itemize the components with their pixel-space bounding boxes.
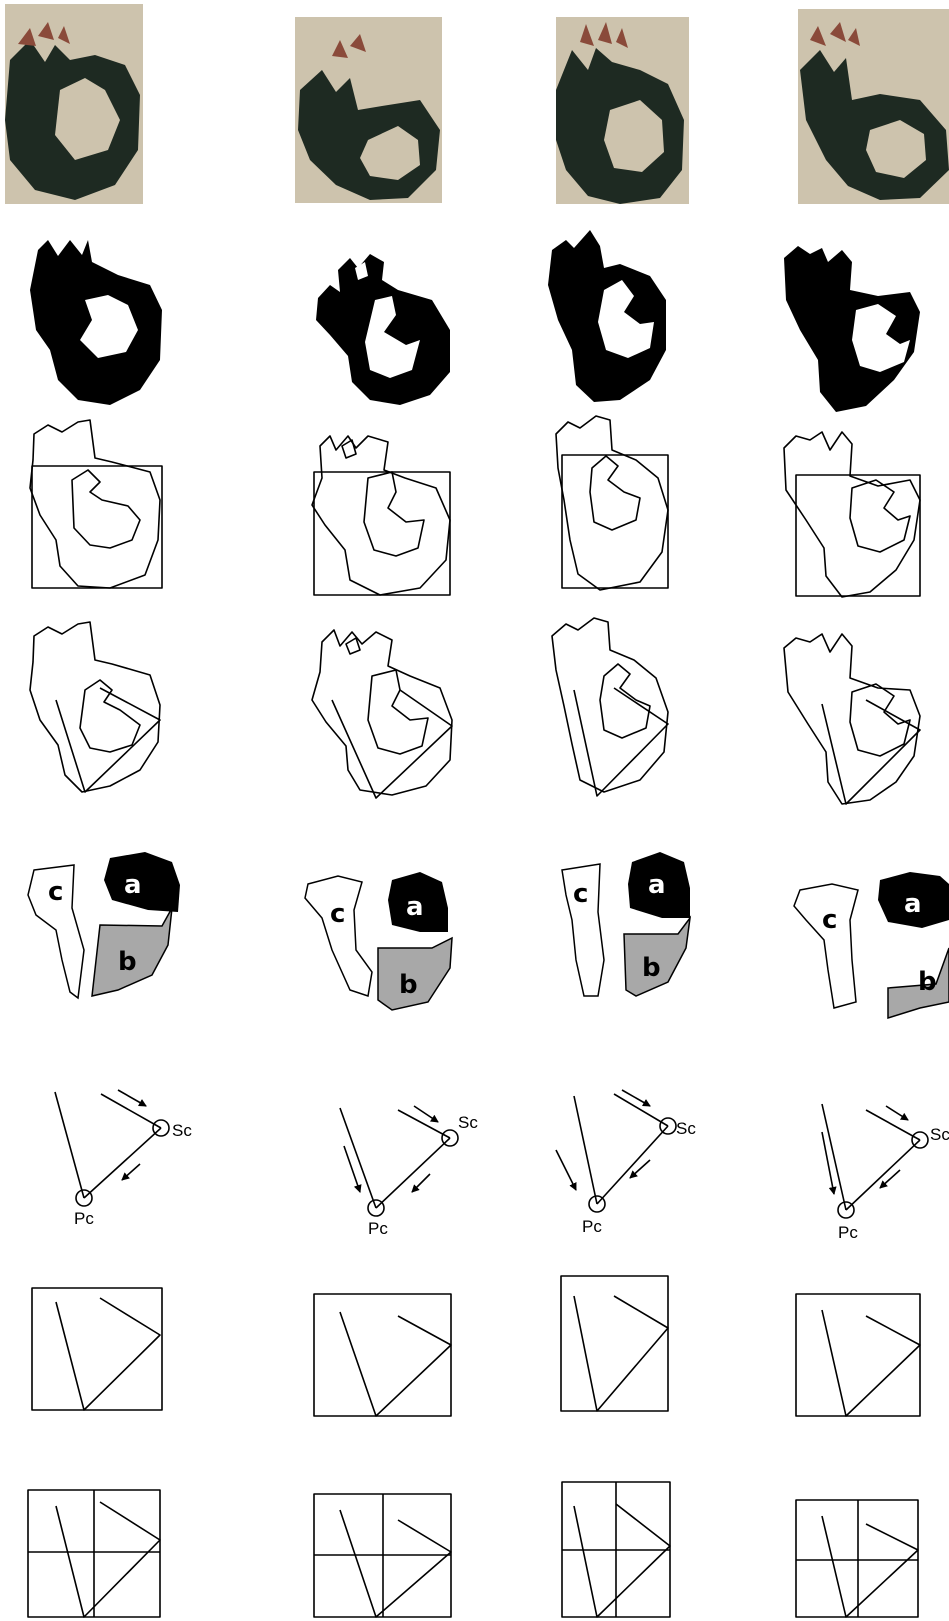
- point-label-secondary: Sc: [676, 1119, 696, 1138]
- skeleton-grid-1: [28, 1490, 160, 1617]
- skeleton-bbox-3: [561, 1276, 668, 1411]
- contour-triangle-3: [552, 618, 668, 796]
- segment-label-c: c: [330, 899, 345, 929]
- segments-4: a b c: [794, 872, 949, 1018]
- segment-label-a: a: [406, 892, 424, 922]
- segment-label-c: c: [573, 879, 588, 909]
- segments-2: a b c: [305, 872, 452, 1010]
- column-2: a b c Sc Pc: [295, 17, 478, 1617]
- binary-glyph-3: [548, 230, 666, 402]
- binary-glyph-2: [316, 254, 450, 405]
- skeleton-points-2: Sc Pc: [340, 1106, 478, 1238]
- contour-triangle-4: [784, 634, 920, 804]
- contour-bbox-4: [784, 432, 920, 597]
- point-label-primary: Pc: [74, 1209, 94, 1228]
- column-1: a b c Sc Pc: [5, 4, 192, 1617]
- scan-glyph-4: [798, 9, 949, 204]
- segment-label-c: c: [48, 877, 63, 907]
- segment-label-a: a: [648, 870, 666, 900]
- skeleton-grid-3: [562, 1482, 670, 1617]
- segment-label-b: b: [642, 953, 661, 983]
- contour-bbox-2: [312, 436, 450, 595]
- segment-label-b: b: [918, 967, 937, 997]
- binary-glyph-4: [784, 246, 920, 412]
- skeleton-points-3: Sc Pc: [556, 1090, 696, 1236]
- segment-label-b: b: [399, 970, 418, 1000]
- segment-label-b: b: [118, 947, 137, 977]
- segment-label-a: a: [124, 870, 142, 900]
- skeleton-bbox-2: [314, 1294, 451, 1416]
- scan-glyph-3: [556, 17, 689, 204]
- point-label-primary: Pc: [838, 1223, 858, 1242]
- point-label-secondary: Sc: [172, 1121, 192, 1140]
- segment-label-c: c: [822, 905, 837, 935]
- point-label-primary: Pc: [368, 1219, 388, 1238]
- segments-1: a b c: [28, 852, 180, 998]
- point-label-secondary: Sc: [930, 1125, 949, 1144]
- contour-triangle-2: [312, 630, 452, 798]
- contour-bbox-3: [556, 416, 668, 590]
- skeleton-points-4: Sc Pc: [822, 1104, 949, 1242]
- contour-bbox-1: [30, 420, 162, 588]
- segment-label-a: a: [904, 889, 922, 919]
- column-4: a b c Sc Pc: [784, 9, 949, 1617]
- skeleton-bbox-4: [796, 1294, 920, 1416]
- skeleton-grid-2: [314, 1494, 451, 1617]
- column-3: a b c Sc Pc: [548, 17, 696, 1617]
- skeleton-bbox-1: [32, 1288, 162, 1410]
- segments-3: a b c: [562, 852, 690, 996]
- skeleton-points-1: Sc Pc: [55, 1090, 192, 1228]
- contour-triangle-1: [30, 622, 160, 792]
- scan-glyph-2: [295, 17, 442, 203]
- scan-glyph-1: [5, 4, 143, 204]
- point-label-secondary: Sc: [458, 1113, 478, 1132]
- skeleton-grid-4: [796, 1500, 918, 1617]
- binary-glyph-1: [30, 240, 162, 405]
- point-label-primary: Pc: [582, 1217, 602, 1236]
